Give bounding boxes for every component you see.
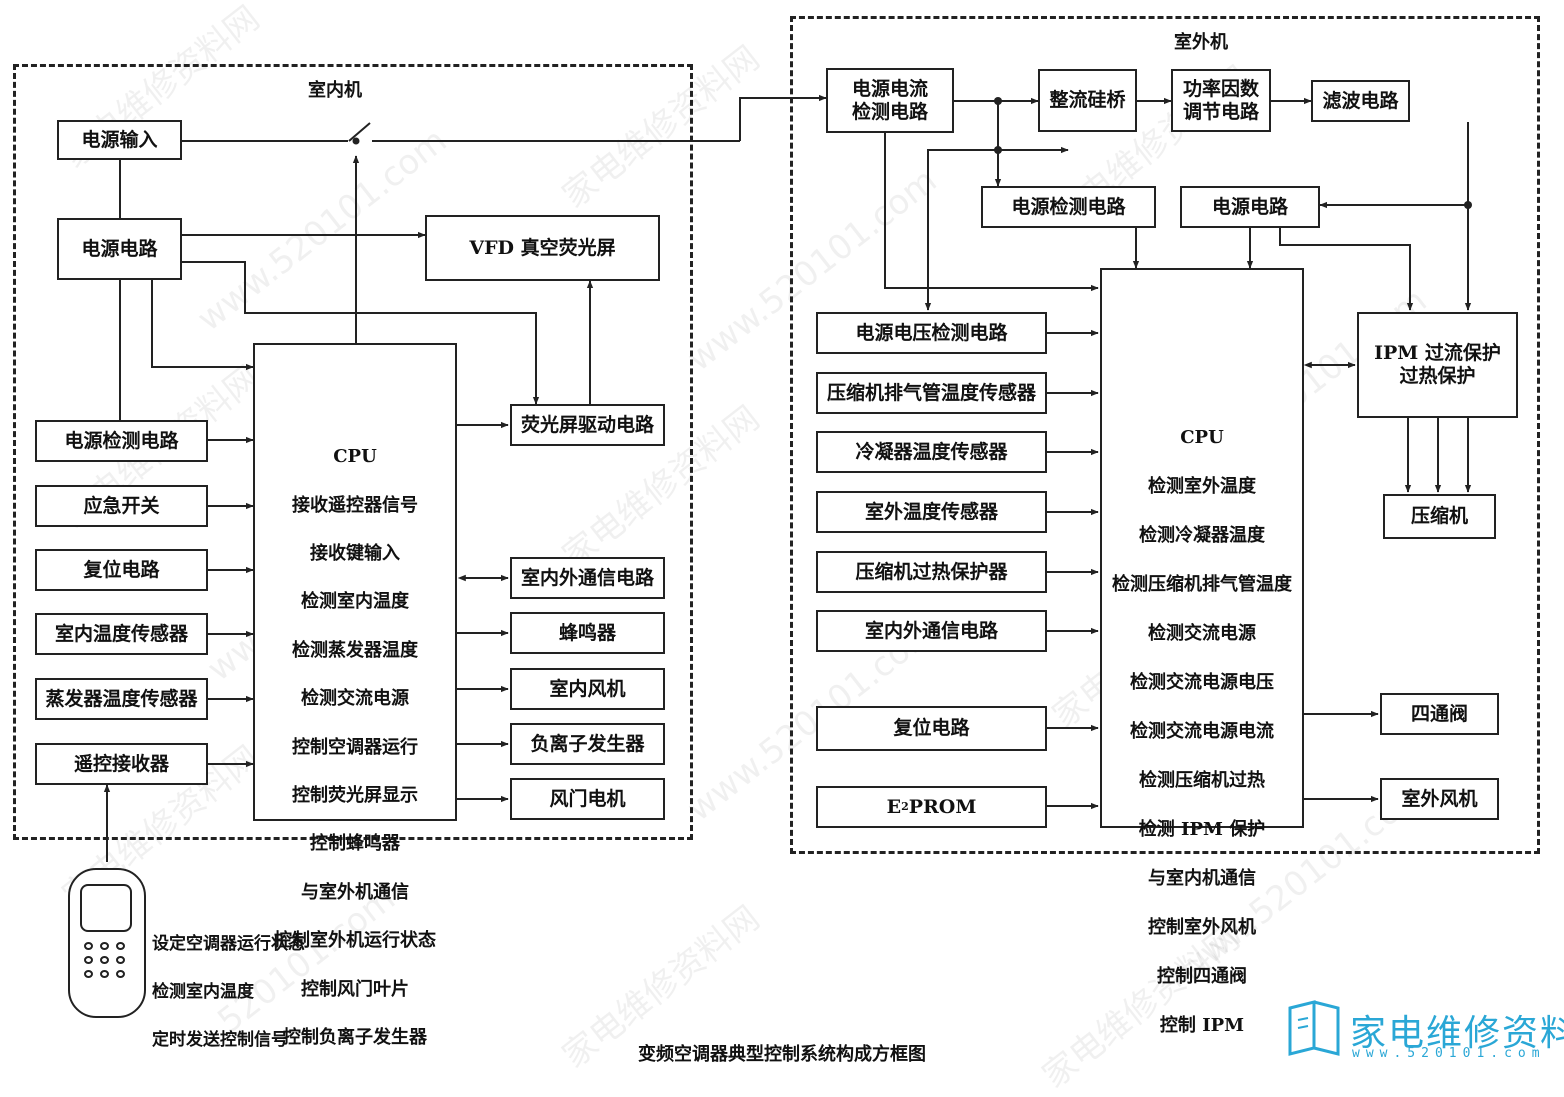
outdoor-comm-circuit: 室内外通信电路: [816, 610, 1047, 652]
outdoor-cpu-title: CPU: [1180, 426, 1224, 448]
outdoor-cpu-function: 与室内机通信: [1148, 867, 1256, 889]
vfd-display: VFD 真空荧光屏: [425, 215, 660, 281]
ion-generator: 负离子发生器: [510, 723, 665, 765]
indoor-reset-circuit: 复位电路: [35, 549, 208, 591]
indoor-cpu-function: 与室外机通信: [301, 881, 409, 903]
remote-key-icon: [84, 956, 93, 964]
remote-screen: [80, 884, 132, 932]
outdoor-power-circuit: 电源电路: [1180, 186, 1320, 228]
indoor-cpu-title: CPU: [333, 446, 377, 468]
room-temp-sensor: 室内温度传感器: [35, 613, 208, 655]
pfc-circuit: 功率因数 调节电路: [1171, 69, 1271, 132]
indoor-cpu-function: 控制荧光屏显示: [292, 785, 418, 807]
indoor-cpu-function: 控制室外机运行状态: [274, 930, 436, 952]
outdoor-reset-circuit: 复位电路: [816, 706, 1047, 751]
remote-key-icon: [84, 970, 93, 978]
indoor-comm-circuit: 室内外通信电路: [510, 557, 665, 599]
eeprom-prefix: E: [886, 795, 902, 818]
indoor-power-detect: 电源检测电路: [35, 420, 208, 462]
current-detect-circuit: 电源电流 检测电路: [826, 68, 954, 133]
indoor-unit-title: 室内机: [308, 80, 362, 101]
remote-key-icon: [116, 956, 125, 964]
remote-function: 设定空调器运行状态: [152, 934, 305, 954]
indoor-cpu-function: 控制空调器运行: [292, 736, 418, 758]
logo-text: 家电维修资料网: [1350, 1013, 1564, 1054]
indoor-power-input: 电源输入: [57, 120, 182, 160]
outdoor-cpu-function: 检测交流电源电压: [1130, 671, 1274, 693]
figure-caption: 变频空调器典型控制系统构成方框图: [638, 1044, 926, 1065]
outdoor-fan: 室外风机: [1380, 778, 1499, 820]
outdoor-cpu-function: 控制室外风机: [1148, 916, 1256, 938]
remote-key-icon: [116, 970, 125, 978]
compressor: 压缩机: [1383, 494, 1496, 539]
outdoor-cpu-function: 检测交流电源: [1148, 622, 1256, 644]
remote-receiver: 遥控接收器: [35, 743, 208, 785]
remote-description: 设定空调器运行状态 检测室内温度 定时发送控制信号: [152, 908, 305, 1076]
remote-key-icon: [100, 970, 109, 978]
indoor-cpu-text: CPU 接收遥控器信号 接收键输入 检测室内温度 检测蒸发器温度 检测交流电源 …: [255, 421, 455, 1074]
indoor-cpu-function: 控制蜂鸣器: [310, 833, 400, 855]
voltage-detect-circuit: 电源电压检测电路: [816, 312, 1047, 354]
indoor-cpu: [253, 343, 457, 821]
remote-controller: [68, 868, 146, 1018]
outdoor-cpu-function: 检测交流电源电流: [1130, 720, 1274, 742]
outdoor-cpu-function: 检测压缩机排气管温度: [1112, 573, 1292, 595]
emergency-switch: 应急开关: [35, 485, 208, 527]
remote-key-icon: [100, 956, 109, 964]
outdoor-cpu-function: 控制四通阀: [1157, 965, 1247, 987]
remote-key-icon: [84, 942, 93, 950]
condenser-temp-sensor: 冷凝器温度传感器: [816, 431, 1047, 473]
outdoor-cpu-text: CPU 检测室外温度 检测冷凝器温度 检测压缩机排气管温度 检测交流电源 检测交…: [1100, 401, 1304, 1063]
ipm-protection: IPM 过流保护 过热保护: [1357, 312, 1518, 418]
outdoor-power-detect: 电源检测电路: [981, 186, 1156, 228]
four-way-valve: 四通阀: [1380, 693, 1499, 735]
remote-function: 定时发送控制信号: [152, 1030, 288, 1050]
vfd-driver-circuit: 荧光屏驱动电路: [510, 404, 665, 446]
logo-url: www.520101.com: [1352, 1046, 1546, 1061]
outdoor-unit-title: 室外机: [1174, 32, 1228, 53]
book-logo-icon: [1288, 1000, 1340, 1056]
damper-motor: 风门电机: [510, 778, 665, 820]
filter-circuit: 滤波电路: [1311, 80, 1410, 122]
remote-function: 检测室内温度: [152, 982, 254, 1002]
discharge-temp-sensor: 压缩机排气管温度传感器: [816, 372, 1047, 414]
outdoor-unit-region: [790, 16, 1540, 854]
outdoor-cpu-function: 检测冷凝器温度: [1139, 524, 1265, 546]
buzzer: 蜂鸣器: [510, 612, 665, 654]
outdoor-cpu-function: 检测室外温度: [1148, 475, 1256, 497]
indoor-cpu-function: 检测交流电源: [301, 688, 409, 710]
indoor-fan: 室内风机: [510, 668, 665, 710]
remote-key-icon: [100, 942, 109, 950]
overheat-protector: 压缩机过热保护器: [816, 551, 1047, 593]
remote-key-icon: [116, 942, 125, 950]
outdoor-cpu: [1100, 268, 1304, 828]
eeprom-suffix: PROM: [908, 795, 977, 818]
indoor-cpu-function: 接收遥控器信号: [292, 494, 418, 516]
indoor-power-circuit: 电源电路: [57, 218, 182, 280]
rectifier-bridge: 整流硅桥: [1038, 69, 1137, 132]
indoor-cpu-function: 控制风门叶片: [301, 978, 409, 1000]
indoor-cpu-function: 检测室内温度: [301, 591, 409, 613]
outdoor-cpu-function: 检测 IPM 保护: [1138, 818, 1266, 840]
evaporator-temp-sensor: 蒸发器温度传感器: [35, 678, 208, 720]
indoor-cpu-function: 接收键输入: [310, 543, 400, 565]
indoor-cpu-function: 检测蒸发器温度: [292, 639, 418, 661]
indoor-cpu-function: 控制负离子发生器: [283, 1027, 427, 1049]
indoor-unit-region: [13, 64, 693, 840]
outdoor-temp-sensor: 室外温度传感器: [816, 491, 1047, 533]
outdoor-cpu-function: 检测压缩机过热: [1139, 769, 1265, 791]
outdoor-cpu-function: 控制 IPM: [1159, 1014, 1245, 1036]
